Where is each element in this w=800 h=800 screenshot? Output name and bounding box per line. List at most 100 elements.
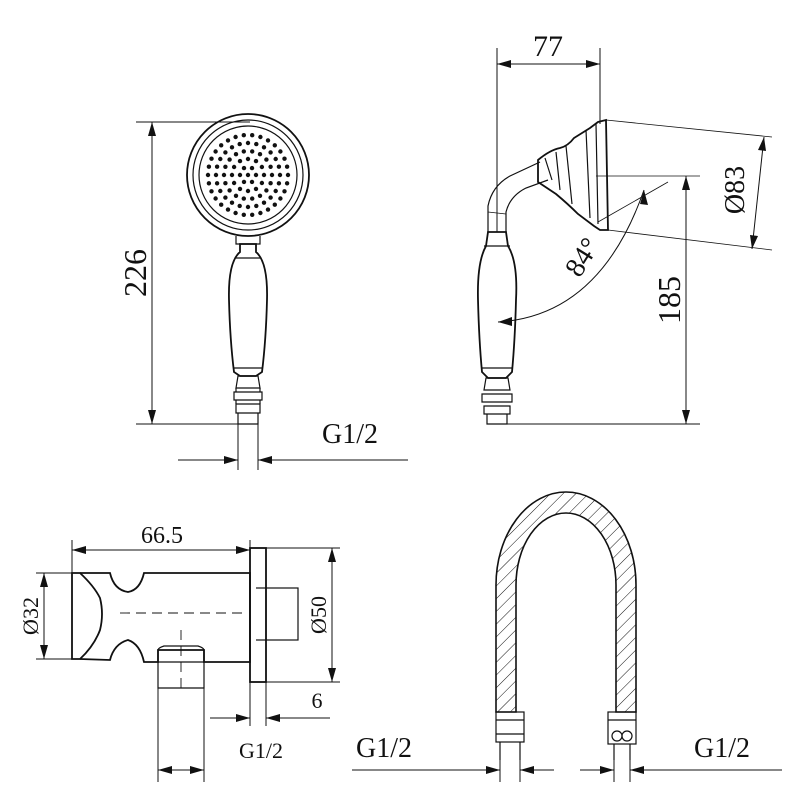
nozzle-dot — [237, 158, 243, 164]
dimension-hose-right: G1/2 — [580, 733, 782, 782]
dimension-hose-left: G1/2 — [352, 733, 554, 782]
nozzle-dot — [233, 210, 238, 216]
nozzle-dot — [225, 138, 231, 143]
nozzle-dot — [221, 172, 227, 178]
nozzle-dot — [269, 172, 275, 178]
nozzle-dot — [250, 149, 255, 154]
front-thread-label: G1/2 — [322, 419, 378, 450]
dimension-77: 77 — [496, 30, 601, 232]
nozzle-dot — [268, 195, 273, 200]
nozzle-dot — [268, 150, 273, 155]
nozzle-dot — [205, 172, 211, 178]
nozzle-dot — [231, 164, 237, 170]
nozzle-dot — [257, 193, 263, 198]
nozzle-dot — [276, 164, 282, 169]
nozzle-dot — [219, 143, 224, 148]
nozzle-dot — [261, 145, 267, 150]
wall-bracket-view: 66.5 Ø32 Ø50 6 — [18, 523, 340, 782]
nozzle-dot — [259, 180, 265, 186]
nozzle-dot — [218, 188, 223, 194]
nozzle-dot — [254, 203, 259, 209]
nozzle-dot — [223, 164, 228, 169]
nozzle-dot — [241, 149, 246, 154]
nozzle-dot — [218, 156, 223, 162]
nozzle-dot — [229, 172, 235, 178]
dimension-226-label: 226 — [117, 249, 153, 297]
nozzle-dot — [225, 207, 231, 212]
hose-left-thread-label: G1/2 — [356, 733, 412, 764]
nozzle-dot — [264, 188, 269, 193]
dimension-angle: 84° — [497, 181, 669, 326]
dimension-185-label: 185 — [651, 276, 687, 324]
shower-head-face — [186, 113, 310, 237]
dimension-77-label: 77 — [533, 30, 563, 63]
hose-right-fitting — [607, 711, 637, 760]
nozzle-dot — [241, 133, 246, 138]
nozzle-dot — [249, 179, 255, 185]
dimension-66-5-label: 66.5 — [141, 523, 183, 549]
nozzle-dot — [233, 193, 239, 198]
hose-body — [495, 491, 637, 713]
nozzle-dot — [257, 152, 263, 157]
nozzle-dot — [261, 172, 267, 178]
angle-label: 84° — [559, 233, 606, 283]
nozzle-dot — [213, 149, 218, 154]
bracket-flange — [249, 547, 267, 683]
nozzle-dot — [258, 134, 263, 140]
handle-outline — [228, 243, 268, 377]
nozzle-dot — [253, 172, 259, 178]
dimension-front-thread: G1/2 — [178, 419, 408, 470]
nozzle-dot — [277, 172, 283, 178]
bracket-32-label: Ø32 — [18, 597, 43, 635]
dimension-226: 226 — [117, 121, 250, 425]
nozzle-pattern — [205, 133, 291, 217]
nozzle-dot — [284, 181, 290, 186]
hand-shower-side-view: Ø83 77 84° 185 — [477, 30, 773, 425]
nozzle-dot — [219, 202, 224, 207]
nozzle-dot — [245, 156, 251, 162]
handle-bottom-fitting — [233, 375, 263, 425]
nozzle-dot — [250, 196, 255, 201]
nozzle-dot — [227, 188, 232, 193]
nozzle-dot — [206, 181, 212, 186]
nozzle-dot — [227, 157, 232, 162]
nozzle-dot — [284, 164, 290, 169]
nozzle-dot — [265, 207, 271, 212]
nozzle-dot — [264, 157, 269, 162]
nozzle-dot — [254, 141, 259, 147]
hose-right-thread-label: G1/2 — [694, 733, 750, 764]
hand-shower-front-view: 226 G1/2 — [117, 113, 408, 470]
nozzle-dot — [276, 181, 282, 186]
nozzle-dot — [237, 203, 242, 209]
nozzle-dot — [206, 164, 212, 169]
dimension-flange-6: 6 — [210, 682, 330, 726]
hose-view: G1/2 G1/2 — [352, 491, 782, 782]
dimension-185: 185 — [488, 176, 700, 425]
nozzle-dot — [231, 180, 237, 186]
nozzle-dot — [245, 204, 251, 210]
nozzle-dot — [223, 181, 228, 186]
nozzle-dot — [250, 212, 255, 217]
nozzle-dot — [237, 186, 243, 192]
nozzle-dot — [265, 138, 271, 143]
bracket-body — [71, 572, 103, 660]
nozzle-dot — [272, 202, 277, 207]
nozzle-dot — [223, 195, 228, 200]
bracket-thread-label: G1/2 — [239, 738, 283, 763]
dimension-flange-50: Ø50 — [266, 547, 340, 683]
nozzle-dot — [233, 134, 238, 140]
nozzle-dot — [245, 172, 251, 178]
flange-50-label: Ø50 — [306, 596, 331, 634]
nozzle-dot — [241, 165, 247, 171]
nozzle-dot — [241, 196, 246, 201]
nozzle-dot — [213, 172, 219, 178]
nozzle-dot — [223, 150, 228, 155]
nozzle-dot — [249, 165, 255, 171]
nozzle-dot — [241, 179, 247, 185]
nozzle-dot — [213, 196, 218, 201]
nozzle-dot — [245, 188, 251, 194]
nozzle-dot — [278, 196, 283, 201]
nozzle-dot — [229, 200, 235, 205]
nozzle-dot — [253, 186, 259, 192]
